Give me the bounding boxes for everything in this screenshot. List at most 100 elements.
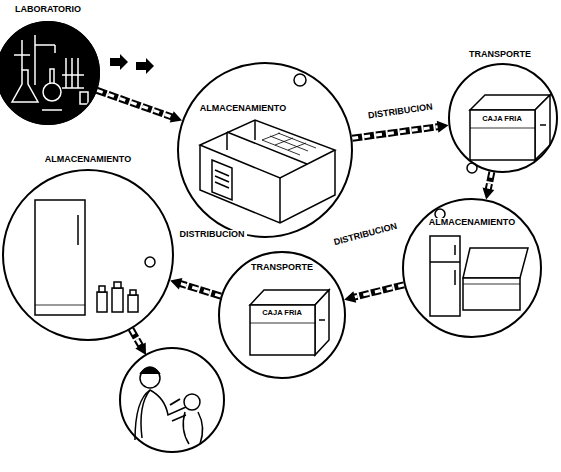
node-circle: ALMACENAMIENTO bbox=[402, 198, 542, 338]
chain-link bbox=[97, 90, 174, 117]
chain-link bbox=[179, 283, 221, 296]
refrigerator-illustration bbox=[112, 288, 123, 312]
circle-outline bbox=[219, 252, 345, 378]
refrigerator-illustration bbox=[77, 215, 79, 245]
arrow-head bbox=[483, 187, 495, 199]
circle-outline bbox=[403, 199, 541, 337]
node-heading: TRANSPORTE bbox=[249, 263, 315, 273]
vaccination-illustration bbox=[141, 390, 150, 438]
cold-room-illustration bbox=[262, 133, 316, 155]
laboratory-illustration bbox=[14, 40, 30, 70]
flow-arrows bbox=[110, 54, 154, 74]
node-heading: TRANSPORTE bbox=[467, 50, 533, 60]
node-circle: LABORATORIO bbox=[0, 21, 100, 125]
refrigerator-illustration bbox=[114, 282, 121, 288]
refrigerator-illustration bbox=[145, 257, 155, 267]
refrigerator-illustration bbox=[35, 305, 85, 306]
node-circle: TRANSPORTECAJA FRIA bbox=[448, 63, 558, 173]
refrigerator-illustration bbox=[463, 278, 520, 310]
circle-outline bbox=[0, 22, 99, 124]
arrow-head bbox=[170, 111, 182, 122]
edge-label: DISTRIBUCION bbox=[330, 221, 399, 248]
circle-outline bbox=[178, 63, 352, 237]
vaccination-illustration bbox=[140, 367, 160, 374]
vaccination-illustration bbox=[120, 348, 224, 452]
refrigerator-illustration bbox=[463, 284, 520, 285]
edge-label: DISTRIBUCION bbox=[365, 102, 435, 121]
edge-label: DISTRIBUCION bbox=[178, 230, 247, 240]
chain-connector bbox=[97, 90, 182, 122]
refrigerator-illustration bbox=[35, 200, 85, 315]
circle-outline bbox=[449, 64, 557, 172]
circle-outline bbox=[3, 170, 173, 340]
chain-link bbox=[488, 172, 492, 191]
cold-box-illustration bbox=[250, 305, 315, 355]
refrigerator-illustration bbox=[35, 200, 155, 315]
cold-box-illustration bbox=[315, 290, 329, 355]
node-heading: ALMACENAMIENTO bbox=[43, 155, 133, 165]
circle-outline bbox=[0, 21, 100, 125]
chain-connector bbox=[483, 172, 495, 200]
node-heading: ALMACENAMIENTO bbox=[427, 218, 517, 228]
laboratory-illustration bbox=[80, 92, 88, 104]
laboratory-illustration bbox=[0, 21, 100, 125]
arrow-head bbox=[437, 121, 449, 133]
cold-box-illustration bbox=[250, 290, 329, 355]
refrigerator-illustration bbox=[430, 236, 460, 316]
chain-link bbox=[353, 285, 404, 298]
cold-box-illustration bbox=[319, 319, 325, 321]
flow-arrows bbox=[136, 58, 154, 74]
cold-room-illustration bbox=[294, 74, 306, 86]
refrigerator-illustration bbox=[430, 245, 460, 285]
chain-link bbox=[353, 285, 404, 298]
node-circle: TRANSPORTE CAJA FRIA bbox=[218, 251, 346, 379]
chain-link bbox=[131, 329, 146, 355]
refrigerator-illustration bbox=[128, 295, 138, 312]
chain-link bbox=[131, 329, 142, 347]
vaccination-illustration bbox=[172, 415, 186, 421]
vaccination-illustration bbox=[170, 399, 180, 405]
cold-room-illustration bbox=[200, 120, 335, 178]
cold-room-illustration bbox=[227, 132, 307, 164]
laboratory-illustration bbox=[35, 35, 55, 85]
circle-outline bbox=[177, 62, 353, 238]
node-heading: LABORATORIO bbox=[13, 5, 83, 15]
refrigerator-illustration bbox=[99, 286, 105, 292]
arrow-head bbox=[170, 278, 182, 289]
chain-link bbox=[131, 329, 142, 347]
cold-box-illustration bbox=[540, 124, 546, 126]
refrigerator-illustration bbox=[130, 290, 136, 295]
vaccination-illustration bbox=[183, 412, 202, 444]
cold-room-illustration bbox=[200, 74, 335, 223]
chain-connector bbox=[352, 121, 448, 138]
laboratory-illustration bbox=[43, 83, 61, 101]
chain-link bbox=[179, 283, 221, 296]
laboratory-illustration bbox=[66, 58, 78, 88]
arrow-head bbox=[344, 291, 356, 303]
node-heading: ALMACENAMIENTO bbox=[198, 104, 288, 114]
chain-connector bbox=[344, 285, 404, 303]
vaccination-illustration bbox=[140, 368, 160, 388]
chain-connector bbox=[170, 278, 221, 296]
node-circle: ALMACENAMIENTO bbox=[2, 169, 174, 341]
cold-room-illustration bbox=[215, 170, 229, 188]
cold-room-illustration bbox=[200, 145, 335, 223]
chain-link bbox=[352, 127, 439, 139]
circle-outline bbox=[2, 169, 174, 341]
cold-box-illustration bbox=[470, 110, 535, 160]
laboratory-illustration bbox=[0, 21, 100, 125]
cold-box-illustration bbox=[535, 95, 550, 160]
node-circle: ALMACENAMIENTO bbox=[177, 62, 353, 238]
laboratory-illustration bbox=[12, 70, 38, 102]
box-label: CAJA FRIA bbox=[262, 309, 302, 317]
laboratory-illustration bbox=[50, 69, 54, 83]
cold-box-illustration bbox=[467, 95, 550, 173]
refrigerator-illustration bbox=[97, 292, 107, 312]
laboratory-illustration bbox=[12, 35, 88, 110]
chain-link bbox=[488, 172, 492, 191]
chain-link bbox=[135, 343, 146, 356]
vaccination-illustration bbox=[184, 394, 200, 410]
flow-arrows bbox=[110, 54, 128, 70]
laboratory-illustration bbox=[42, 109, 62, 111]
cold-box-illustration bbox=[250, 323, 315, 324]
